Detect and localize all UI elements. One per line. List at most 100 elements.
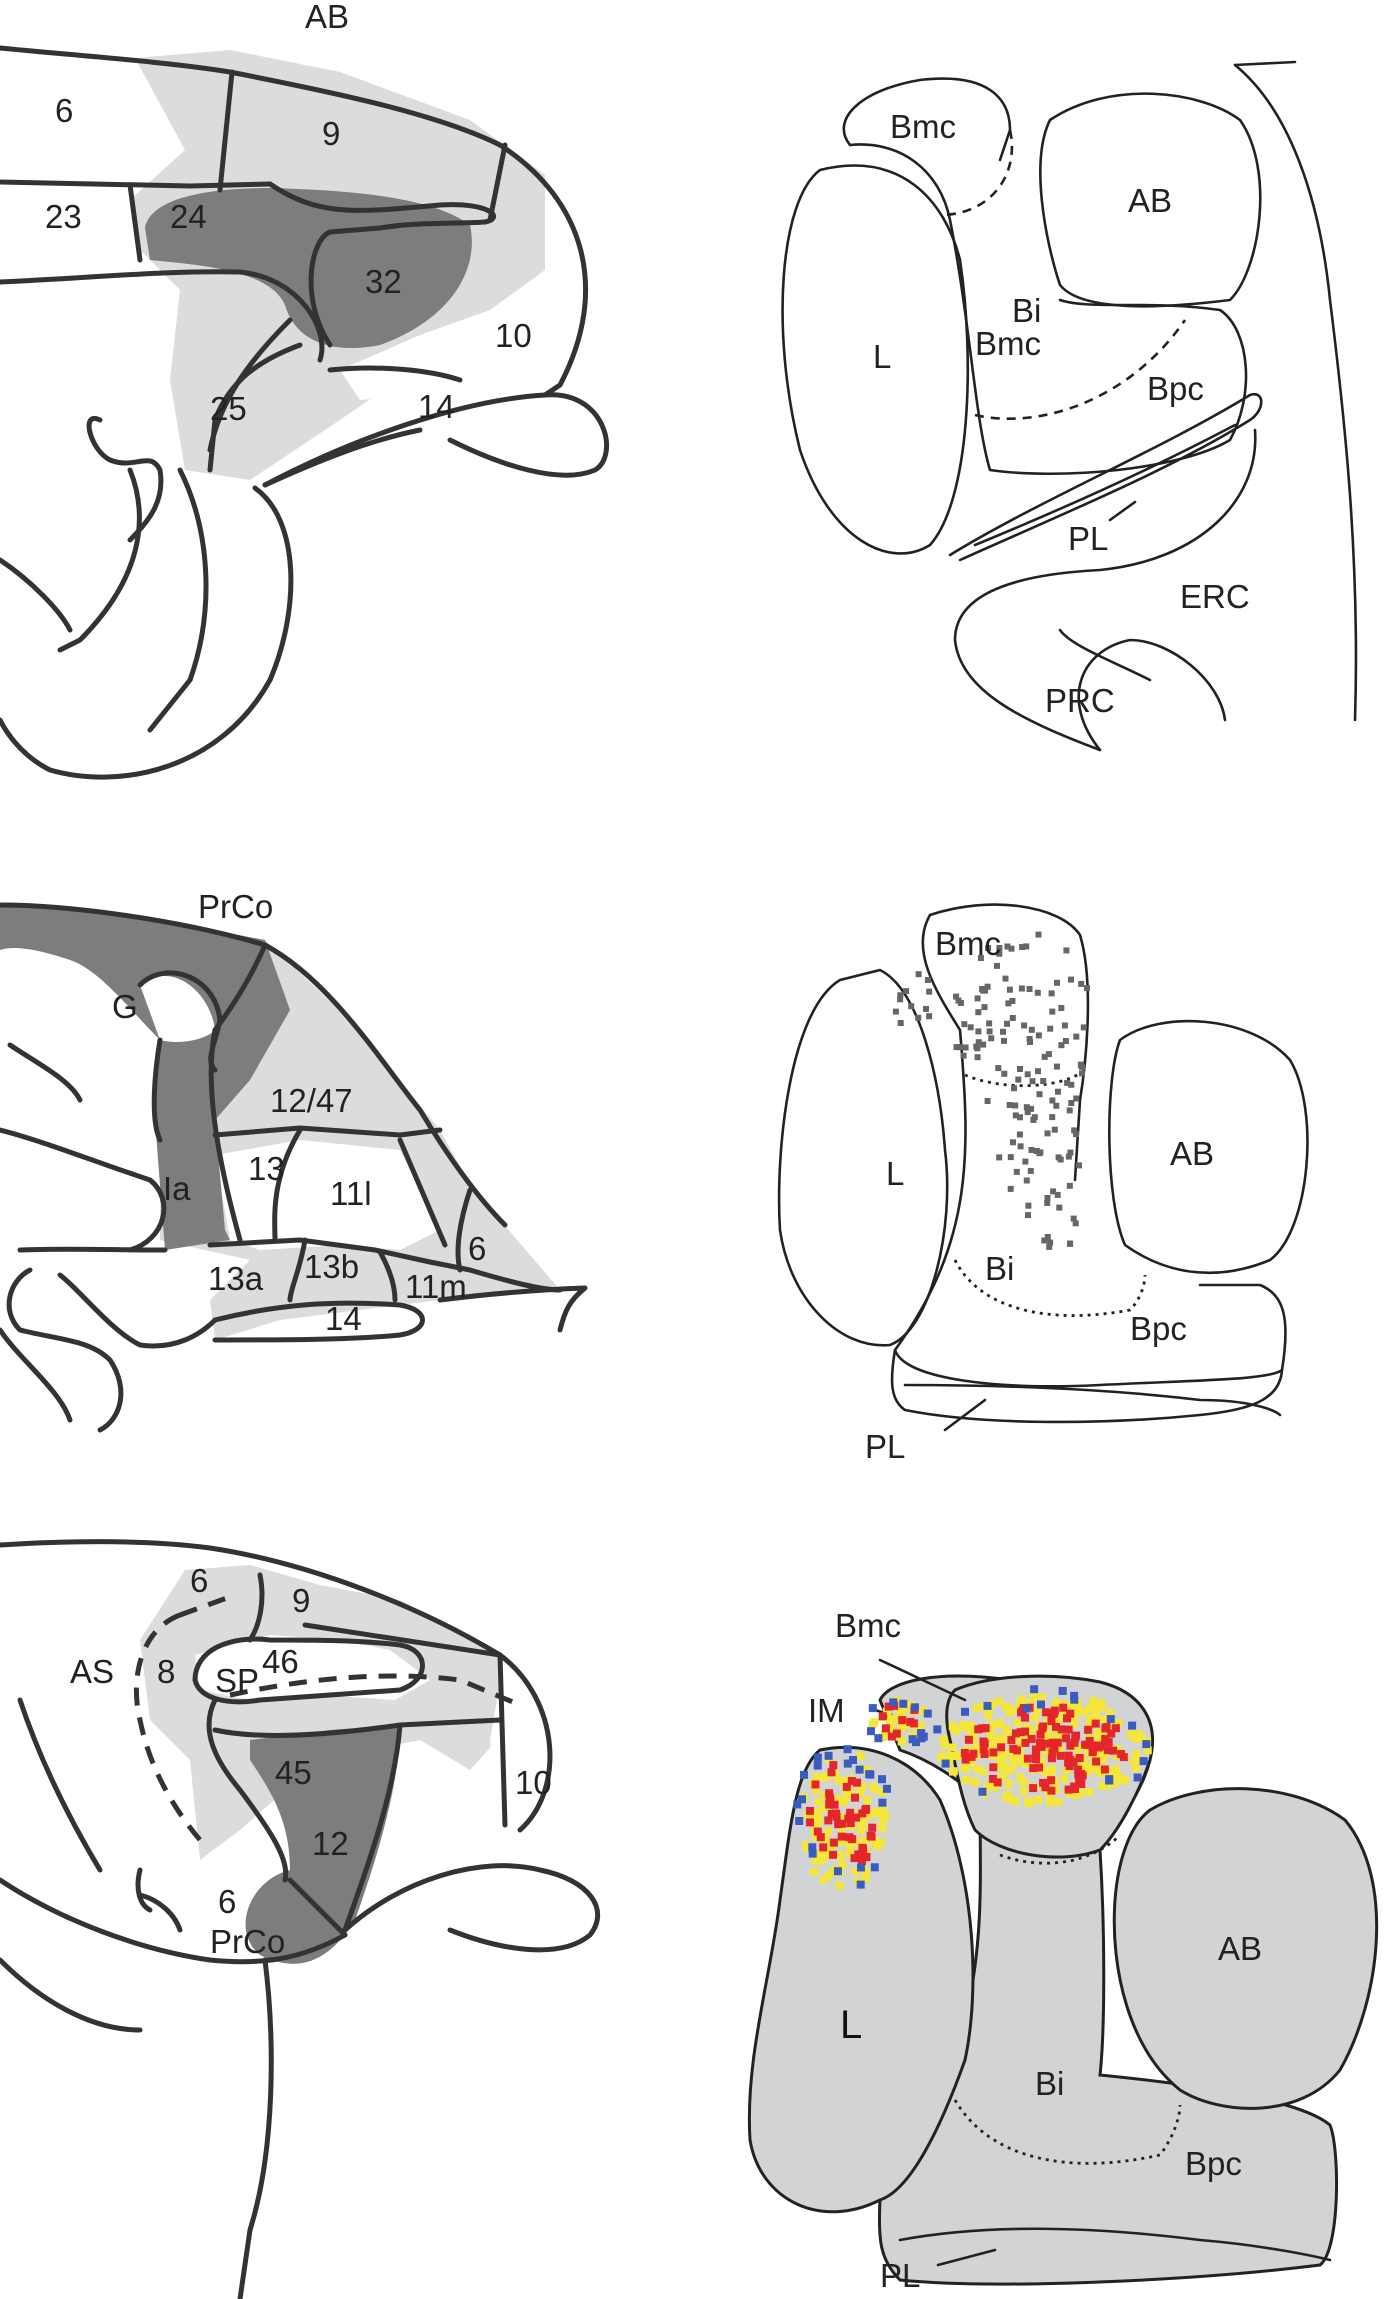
label-bpc: Bpc bbox=[1185, 2145, 1242, 2182]
stipple-cell bbox=[974, 1054, 981, 1061]
outline-ab bbox=[1039, 92, 1262, 308]
stipple-cell bbox=[1057, 1156, 1064, 1163]
labeled-cell bbox=[1026, 1699, 1035, 1708]
labeled-cell bbox=[1131, 1764, 1140, 1772]
labeled-cell bbox=[939, 1735, 948, 1744]
stipple-cell bbox=[1028, 1147, 1035, 1153]
labeled-cell bbox=[1016, 1728, 1025, 1737]
stipple-cell bbox=[1062, 1038, 1069, 1044]
labeled-cell bbox=[826, 1795, 835, 1803]
labeled-cell bbox=[1142, 1740, 1151, 1749]
labeled-cell bbox=[986, 1729, 995, 1738]
stipple-cell bbox=[1023, 1104, 1030, 1111]
labeled-cell bbox=[1106, 1709, 1115, 1718]
labeled-cell bbox=[1054, 1797, 1063, 1806]
labeled-cell bbox=[989, 1748, 998, 1757]
labeled-cell bbox=[961, 1755, 970, 1764]
labeled-cell bbox=[863, 1796, 872, 1805]
line-6-boundary bbox=[455, 1187, 473, 1273]
outline-ab bbox=[1108, 1019, 1309, 1275]
label-area-10: 10 bbox=[515, 1764, 552, 1801]
outline-ia-right bbox=[208, 1027, 243, 1243]
labeled-cell bbox=[1052, 1722, 1060, 1731]
label-area-25: 25 bbox=[210, 390, 247, 427]
labeled-cell bbox=[1037, 1693, 1046, 1702]
labeled-cell bbox=[972, 1742, 981, 1751]
labeled-cell bbox=[870, 1863, 879, 1872]
labeled-cell bbox=[1063, 1714, 1071, 1723]
labeled-cell bbox=[1079, 1707, 1088, 1716]
labeled-cell bbox=[860, 1836, 869, 1845]
stipple-cell bbox=[1065, 1153, 1072, 1160]
labeled-cell bbox=[881, 1811, 890, 1820]
labeled-cell bbox=[1021, 1727, 1030, 1736]
stipple-cell bbox=[996, 950, 1003, 957]
stipple-cell bbox=[897, 992, 904, 999]
labeled-cell bbox=[1072, 1705, 1081, 1714]
line-9-vertical bbox=[217, 69, 235, 193]
labeled-cell bbox=[867, 1727, 875, 1736]
line-12-lower bbox=[287, 1877, 348, 1938]
label-as: AS bbox=[70, 1653, 114, 1690]
labeled-cell bbox=[905, 1702, 914, 1711]
labeled-cell bbox=[1019, 1777, 1028, 1786]
labeled-cell bbox=[1027, 1734, 1036, 1743]
stipple-cell bbox=[1054, 1191, 1061, 1198]
labeled-cell bbox=[1043, 1729, 1051, 1738]
label-im: IM bbox=[808, 1692, 845, 1729]
labeled-cell bbox=[858, 1821, 867, 1830]
label-bpc: Bpc bbox=[1147, 370, 1204, 407]
temporal-inner-1 bbox=[147, 467, 209, 733]
boundary-bi-bpc bbox=[953, 2099, 1182, 2165]
stipple-cell bbox=[1015, 1076, 1022, 1083]
labeled-cell bbox=[1092, 1757, 1101, 1766]
line-14-lower bbox=[262, 427, 423, 488]
labeled-cell bbox=[1072, 1790, 1081, 1799]
label-area-13: 13 bbox=[248, 1150, 285, 1187]
label-area-6-bottom: 6 bbox=[218, 1883, 236, 1920]
labeled-cell bbox=[1070, 1713, 1079, 1721]
line-prco-down bbox=[212, 942, 268, 1033]
labeled-cell bbox=[878, 1788, 887, 1796]
outline-ia-left bbox=[151, 1037, 163, 1143]
labeled-cell bbox=[1072, 1699, 1081, 1708]
labeled-cell bbox=[1064, 1701, 1073, 1710]
labeled-cell bbox=[846, 1808, 855, 1817]
labeled-cell bbox=[1033, 1706, 1042, 1715]
stipple-cell bbox=[961, 1021, 968, 1028]
outline-pl-band-2 bbox=[973, 423, 1237, 547]
labeled-cell bbox=[1069, 1757, 1078, 1766]
labeled-cell bbox=[972, 1703, 981, 1712]
labeled-cell bbox=[1037, 1700, 1045, 1709]
label-l: L bbox=[873, 338, 891, 375]
labeled-cell bbox=[898, 1716, 907, 1725]
outline-pl-band bbox=[948, 392, 1263, 562]
pl-pointer bbox=[1108, 500, 1137, 522]
labeled-cell bbox=[887, 1714, 896, 1723]
stipple-cell bbox=[1026, 986, 1033, 992]
label-prc: PRC bbox=[1045, 682, 1115, 719]
stipple-cell bbox=[908, 1003, 915, 1010]
labeled-cell bbox=[1066, 1741, 1075, 1750]
labeled-cell bbox=[841, 1777, 850, 1785]
label-area-13a: 13a bbox=[208, 1260, 264, 1297]
label-prco: PrCo bbox=[198, 888, 273, 925]
labeled-cell bbox=[1042, 1739, 1051, 1748]
stipple-cell bbox=[1005, 1000, 1012, 1007]
labeled-cell bbox=[1103, 1782, 1112, 1790]
stipple-cell bbox=[923, 1005, 929, 1012]
labeled-cell bbox=[1126, 1730, 1135, 1739]
stipple-cell bbox=[1047, 1025, 1054, 1032]
stipple-projection-cells bbox=[892, 931, 1090, 1250]
labeled-cell bbox=[835, 1795, 844, 1804]
stipple-cell bbox=[1017, 1114, 1023, 1121]
labeled-cell bbox=[1098, 1703, 1107, 1712]
stipple-cell bbox=[1079, 1070, 1085, 1077]
labeled-cell bbox=[899, 1699, 908, 1708]
labeled-cell bbox=[916, 1721, 925, 1730]
labeled-cell bbox=[834, 1776, 843, 1785]
stipple-cell bbox=[967, 1024, 974, 1031]
label-l: L bbox=[886, 1155, 904, 1192]
labeled-cell bbox=[1134, 1730, 1143, 1739]
